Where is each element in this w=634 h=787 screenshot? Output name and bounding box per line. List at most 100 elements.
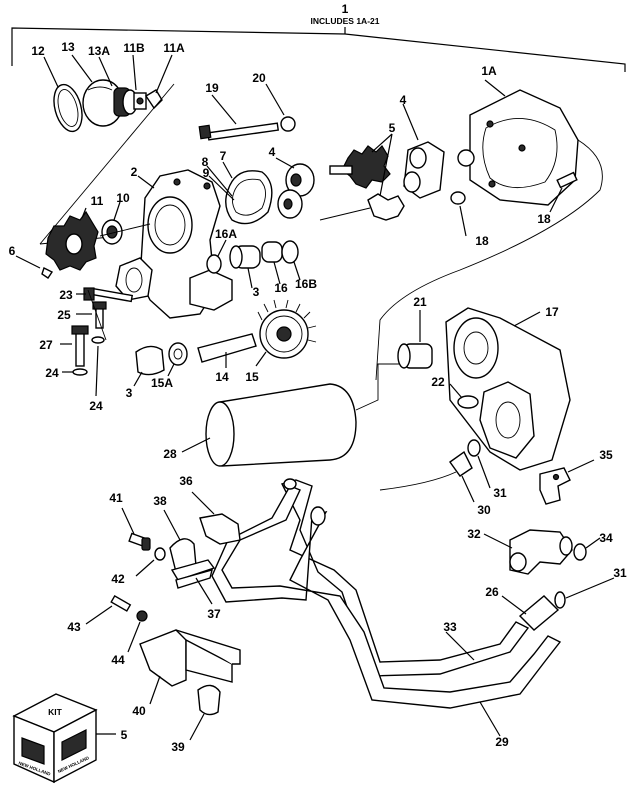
callout-32: 32 [467, 527, 481, 541]
assembly-number: 1 [342, 2, 349, 16]
callout-8: 8 [202, 155, 209, 169]
gear-11 [45, 207, 99, 271]
washer-42 [135, 547, 166, 577]
gear-plate-4-left [275, 157, 315, 219]
bolt-27 [60, 325, 89, 367]
bracket-35 [539, 459, 595, 505]
callout-44: 44 [111, 653, 125, 667]
callout-36: 36 [179, 474, 193, 488]
callout-7: 7 [220, 149, 227, 163]
callout-4-left: 4 [269, 145, 276, 159]
callout-23: 23 [59, 288, 73, 302]
callout-34: 34 [599, 531, 613, 545]
callout-20: 20 [252, 71, 266, 85]
fitting-26 [501, 595, 560, 631]
callout-40: 40 [132, 704, 146, 718]
filter-28 [181, 363, 405, 467]
callout-3-lower: 3 [126, 386, 133, 400]
callout-13a: 13A [88, 44, 110, 58]
includes-label: INCLUDES 1A-21 [311, 16, 380, 26]
callout-19: 19 [205, 81, 219, 95]
callout-17: 17 [545, 305, 559, 319]
cover-group [39, 54, 175, 245]
gear-5-lower [319, 133, 405, 221]
callout-2: 2 [131, 165, 138, 179]
callout-6: 6 [9, 244, 16, 258]
clamp-36 [191, 491, 241, 545]
callout-16a: 16A [215, 227, 237, 241]
washer-15a [167, 342, 188, 377]
callout-25: 25 [57, 308, 71, 322]
ring-16b [281, 240, 301, 281]
callout-16b: 16B [295, 277, 317, 291]
elbow-32 [483, 529, 573, 575]
callout-24-lower: 24 [89, 399, 103, 413]
pin-18-upper [549, 171, 578, 213]
hose-connector-left [283, 478, 326, 526]
gasket-7 [206, 161, 273, 225]
callout-11: 11 [91, 194, 104, 208]
callout-27: 27 [39, 338, 53, 352]
callout-33: 33 [443, 620, 457, 634]
callout-11b: 11B [123, 41, 145, 55]
callout-38: 38 [153, 494, 167, 508]
callout-12: 12 [31, 44, 45, 58]
gear-5-upper [329, 145, 391, 189]
cover-13 [82, 79, 124, 127]
callout-16: 16 [274, 281, 288, 295]
sleeve-3-lower [133, 345, 165, 387]
nut-20 [265, 83, 296, 132]
oring-34 [573, 537, 601, 561]
retainer-11b [133, 92, 147, 110]
oring-31-lower [554, 577, 615, 609]
pin-6 [15, 255, 54, 279]
callout-labels: 12 13 13A 11B 11A 19 20 1A 4 5 2 7 4 8 9… [9, 40, 627, 754]
callout-14: 14 [215, 370, 229, 384]
callout-39: 39 [171, 740, 185, 754]
callout-13: 13 [61, 40, 75, 54]
clamp-38 [163, 509, 197, 573]
assembly-header: 1 INCLUDES 1A-21 [11, 2, 626, 72]
fitting-30 [449, 450, 475, 503]
bolt-41 [121, 507, 151, 551]
callout-29: 29 [495, 735, 509, 749]
callout-42: 42 [111, 572, 125, 586]
callout-5-kit: 5 [121, 728, 128, 742]
callout-31-lower: 31 [613, 566, 627, 580]
hose-33 [280, 479, 530, 677]
callout-15: 15 [245, 370, 259, 384]
plate-37 [170, 559, 216, 605]
gear-15 [255, 299, 317, 367]
callout-4-right: 4 [400, 93, 407, 107]
callout-22: 22 [431, 375, 445, 389]
seal-16a [206, 239, 227, 274]
bracket-40 [139, 629, 241, 705]
hose-29 [211, 485, 562, 737]
pin-18-lower [450, 191, 467, 237]
washer-24-left [62, 368, 88, 376]
kit-top-label: KIT [48, 707, 63, 717]
callout-1a: 1A [481, 64, 497, 78]
callout-26: 26 [485, 585, 499, 599]
callout-35: 35 [599, 448, 613, 462]
callout-43: 43 [67, 620, 81, 634]
snap-ring-12 [53, 83, 83, 133]
callout-18-lower: 18 [475, 234, 489, 248]
grommet-39 [189, 684, 221, 741]
pump-housing-1a [457, 79, 579, 206]
oring-22 [449, 383, 479, 409]
callout-21: 21 [413, 295, 427, 309]
callout-11a: 11A [163, 41, 185, 55]
callout-37: 37 [207, 607, 221, 621]
gear-plate-4-right [402, 103, 445, 199]
bearing-10 [101, 201, 123, 245]
adapter-21 [397, 310, 433, 369]
nut-44 [127, 610, 148, 653]
callout-28: 28 [163, 447, 177, 461]
kit-box: KIT NEW HOLLAND NEW HOLLAND [12, 693, 116, 784]
pump-body-2 [115, 169, 233, 319]
callout-18-upper: 18 [537, 212, 551, 226]
callout-10: 10 [116, 191, 130, 205]
callout-5: 5 [389, 121, 396, 135]
callout-30: 30 [477, 503, 491, 517]
